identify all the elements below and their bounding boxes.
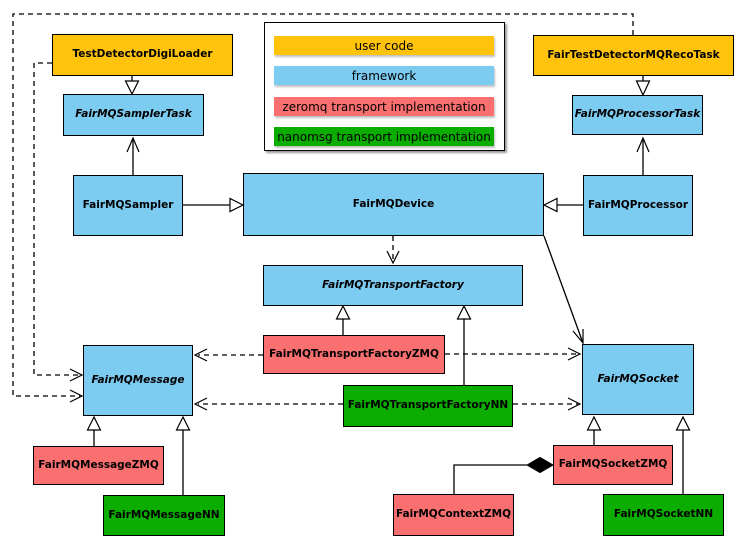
- node-fairmqtransportfactorynn: FairMQTransportFactoryNN: [343, 385, 513, 427]
- node-fairmqmessagenn: FairMQMessageNN: [103, 495, 225, 536]
- legend-item-user-code: user code: [274, 36, 494, 55]
- node-fairmqtransportfactory: FairMQTransportFactory: [263, 265, 523, 306]
- edge-socketzmq-socket: [586, 415, 602, 445]
- edge-factorynn-transportfactory: [456, 304, 472, 385]
- edge-sampler-device: [183, 197, 245, 213]
- edge-socketnn-socket: [675, 415, 691, 494]
- node-fairmqsamplertask: FairMQSamplerTask: [63, 94, 204, 136]
- edge-factorynn-socket: [513, 397, 582, 411]
- edge-device-transportfactory: [386, 236, 400, 265]
- node-fairmqprocessor: FairMQProcessor: [583, 175, 693, 236]
- node-fairmqsocketzmq: FairMQSocketZMQ: [553, 445, 673, 485]
- edge-messagenn-message: [175, 415, 191, 495]
- edge-digiloader-samplertask: [124, 76, 140, 96]
- node-fairmqmessagezmq: FairMQMessageZMQ: [33, 446, 164, 485]
- edge-messagezmq-message: [86, 415, 102, 446]
- legend-item-framework: framework: [274, 66, 494, 85]
- edge-factoryzmq-transportfactory: [335, 304, 351, 335]
- node-testdetectordigiloader: TestDetectorDigiLoader: [52, 34, 233, 76]
- legend-item-nanomsg: nanomsg transport implementation: [274, 127, 494, 146]
- node-fairtestdetectormqrecotask: FairTestDetectorMQRecoTask: [533, 35, 734, 76]
- edge-factorynn-message: [193, 397, 343, 411]
- node-fairmqcontextzmq: FairMQContextZMQ: [393, 494, 514, 536]
- edge-processor-device: [542, 197, 583, 213]
- edge-contextzmq-socketzmq: [453, 456, 555, 494]
- node-fairmqtransportfactoryzmq: FairMQTransportFactoryZMQ: [263, 335, 445, 374]
- node-fairmqsocketnn: FairMQSocketNN: [603, 494, 724, 536]
- node-fairmqsampler: FairMQSampler: [73, 175, 183, 236]
- node-fairmqmessage: FairMQMessage: [83, 345, 193, 416]
- node-fairmqsocket: FairMQSocket: [582, 344, 694, 415]
- legend: user code framework zeromq transport imp…: [264, 22, 505, 151]
- edge-device-socket: [543, 235, 584, 345]
- node-fairmqprocessortask: FairMQProcessorTask: [572, 95, 703, 135]
- edge-processor-processortask: [636, 136, 650, 175]
- edge-recotask-processortask: [635, 76, 651, 97]
- legend-item-zeromq: zeromq transport implementation: [274, 97, 494, 116]
- edge-factoryzmq-message: [193, 348, 263, 362]
- edge-factoryzmq-socket: [445, 347, 582, 361]
- node-fairmqdevice: FairMQDevice: [243, 173, 544, 236]
- edge-sampler-samplertask: [126, 136, 140, 175]
